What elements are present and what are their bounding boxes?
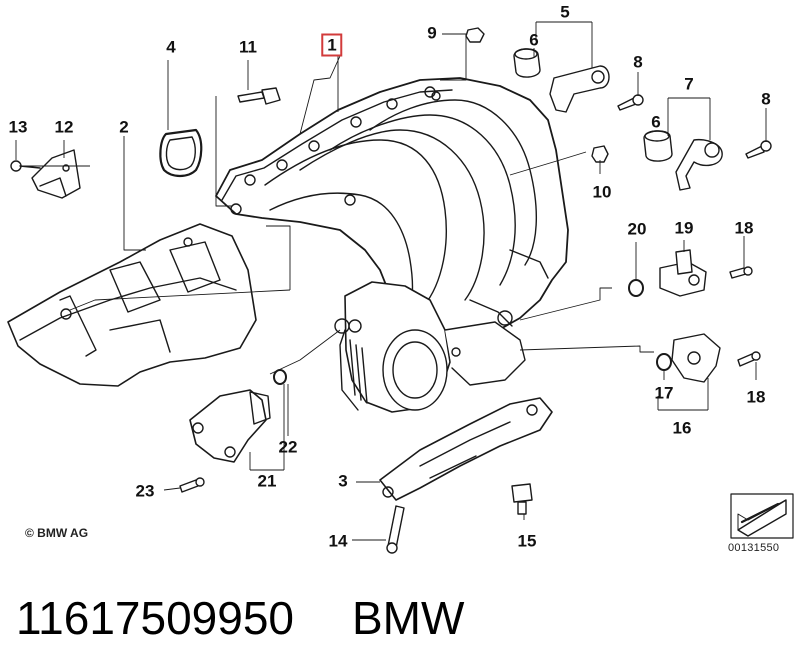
part-caption: 11617509950 BMW (16, 588, 776, 648)
leader-lines (15, 21, 767, 541)
callout-9: 9 (427, 23, 437, 43)
callout-10: 10 (592, 182, 612, 202)
nut-10 (591, 145, 609, 163)
part-number: 11617509950 (16, 592, 294, 644)
callout-7: 7 (684, 74, 694, 94)
bolt-15 (511, 483, 533, 503)
callout-21: 21 (257, 471, 277, 491)
callout-15: 15 (517, 531, 537, 551)
bracket-7 (643, 130, 723, 191)
callout-12: 12 (54, 117, 74, 137)
diagram-drawing (7, 21, 794, 554)
sensor-19 (628, 249, 753, 297)
callout-3: 3 (338, 471, 348, 491)
screw-8-upper (617, 94, 644, 111)
callout-22: 22 (278, 437, 298, 457)
callout-5: 5 (560, 2, 570, 22)
throttle-body (334, 281, 526, 413)
bracket-12 (10, 149, 81, 199)
callout-17: 17 (654, 383, 674, 403)
bolt-14-head (386, 542, 398, 554)
bolt-14 (387, 505, 405, 549)
heat-shield-bracket (7, 223, 257, 387)
callout-14: 14 (328, 531, 348, 551)
callout-6-lower: 6 (651, 112, 661, 132)
brand-name: BMW (352, 592, 465, 644)
callout-6-upper: 6 (529, 30, 539, 50)
callout-8-lower: 8 (761, 89, 771, 109)
callout-19: 19 (674, 218, 694, 238)
callout-20: 20 (627, 219, 647, 239)
callout-16: 16 (672, 418, 692, 438)
callout-23: 23 (135, 481, 155, 501)
sensor-16 (656, 333, 761, 383)
direction-arrow-icon (730, 493, 794, 539)
callout-18-upper: 18 (734, 218, 754, 238)
callout-8-upper: 8 (633, 52, 643, 72)
parts-diagram: 1 2 3 4 5 6 6 7 8 8 9 10 11 12 13 14 15 … (7, 2, 794, 554)
d-gasket (159, 128, 203, 178)
actuator-21 (179, 369, 287, 493)
bracket-3 (379, 397, 553, 501)
copyright-notice: © BMW AG (25, 526, 89, 540)
callout-13: 13 (8, 117, 28, 137)
screw-8-lower (745, 140, 772, 159)
bolt-11 (237, 87, 281, 105)
callout-1: 1 (321, 33, 343, 57)
callout-4: 4 (166, 37, 176, 57)
bolt-15-shaft (517, 501, 527, 515)
callout-11: 11 (239, 37, 257, 57)
diagram-reference-code: 00131550 (728, 542, 780, 554)
callout-18-lower: 18 (746, 387, 766, 407)
nut-9 (465, 27, 485, 43)
bracket-5 (513, 48, 610, 113)
callout-2: 2 (119, 117, 129, 137)
intake-manifold (215, 77, 569, 341)
